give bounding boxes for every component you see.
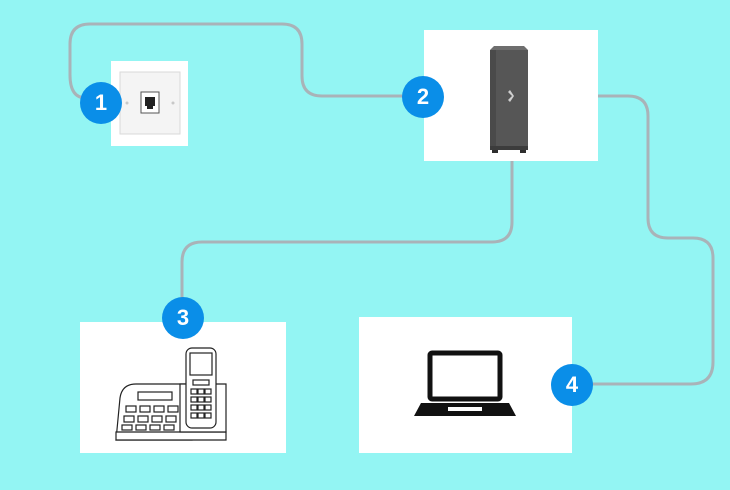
phone-card — [80, 322, 286, 453]
modem-card — [424, 30, 598, 161]
step-badge-1: 1 — [80, 82, 122, 124]
step-number: 3 — [176, 305, 190, 330]
step-badge-2: 2 — [402, 76, 444, 118]
laptop-card — [359, 317, 572, 453]
cable-modem-to-phone — [180, 159, 514, 306]
laptop-icon — [414, 350, 516, 416]
cable-modem-to-laptop — [573, 94, 715, 386]
cordless-phone-icon — [115, 347, 227, 441]
wall-socket-card — [111, 61, 188, 146]
step-badge-4: 4 — [551, 364, 593, 406]
step-number: 1 — [94, 90, 108, 115]
step-badge-3: 3 — [162, 297, 204, 339]
modem-icon — [490, 46, 528, 153]
wall-socket-icon — [119, 71, 181, 135]
step-number: 4 — [565, 372, 579, 397]
cable-socket-to-modem — [68, 22, 412, 100]
step-number: 2 — [416, 84, 430, 109]
